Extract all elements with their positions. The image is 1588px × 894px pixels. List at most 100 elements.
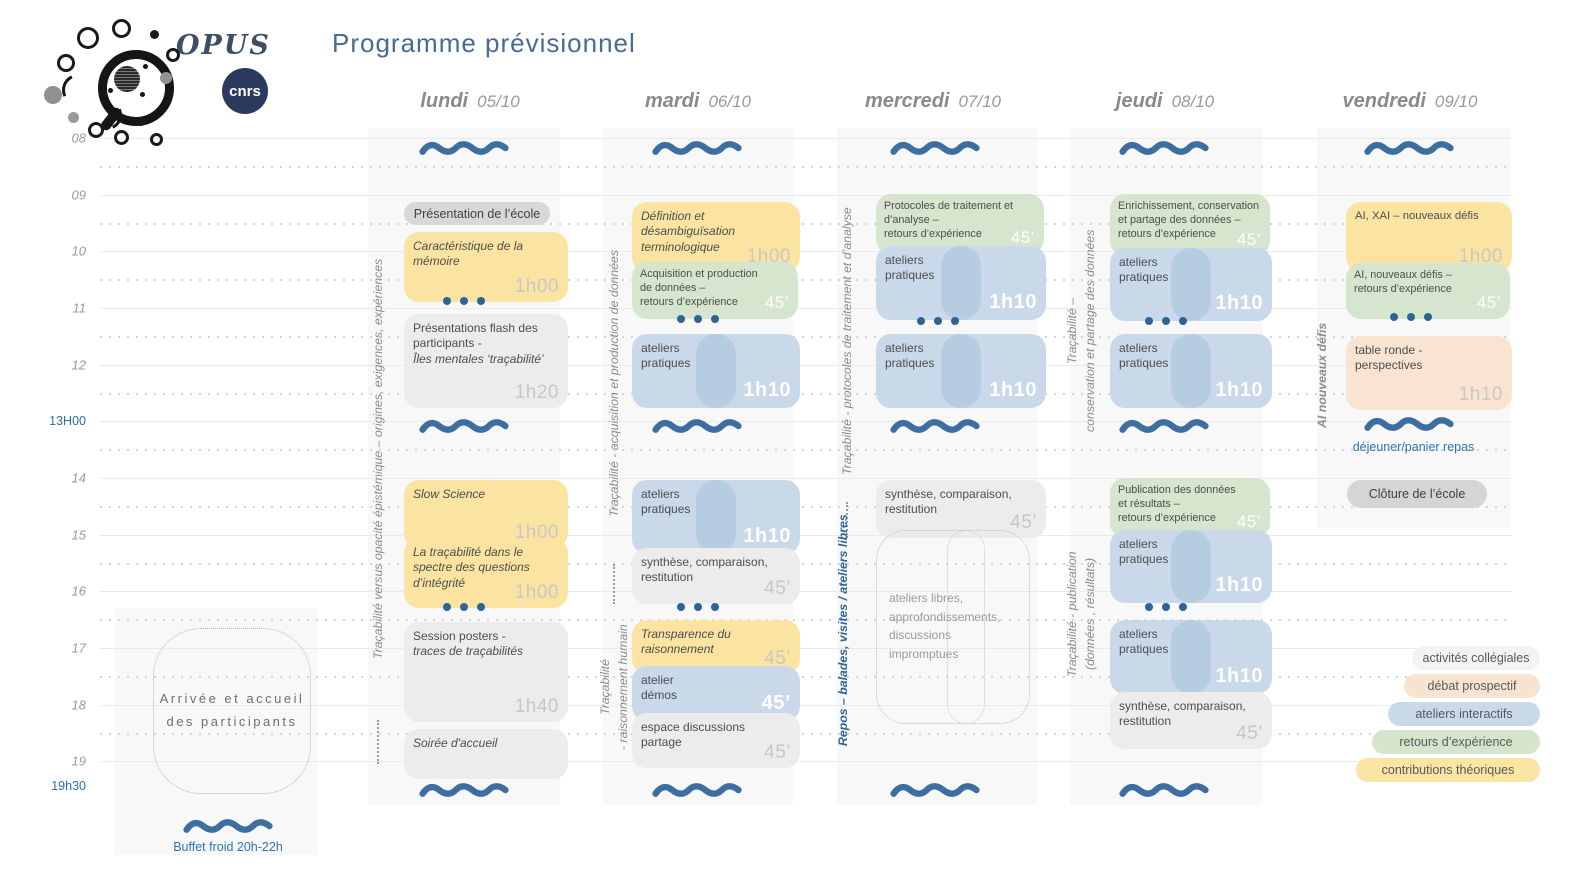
break-dots <box>908 316 968 326</box>
break-dots <box>1136 602 1196 612</box>
time-label: 19h30 <box>51 779 86 793</box>
magnifier-icon <box>98 50 174 126</box>
time-label: 11 <box>72 300 87 316</box>
gridline-hour <box>100 478 1512 479</box>
gridline-half <box>100 393 1512 395</box>
event-title: espace discussions partage <box>641 720 746 750</box>
legend-item: activités collégiales <box>1412 646 1540 670</box>
day-name: vendredi <box>1342 90 1426 112</box>
duration-label: 1h10 <box>989 291 1037 314</box>
time-label: 08 <box>71 130 86 146</box>
logo-dot <box>112 19 131 38</box>
event-title: AI, XAI – nouveaux défis <box>1355 210 1479 222</box>
workshop-capsule <box>941 246 981 320</box>
duration-label: 1h10 <box>989 379 1037 402</box>
free-workshop-capsule <box>947 530 985 724</box>
wave-divider <box>418 136 510 160</box>
gridline-half <box>100 619 1512 621</box>
gridline-half <box>100 506 1512 508</box>
track-label-tail <box>846 502 848 538</box>
gridline-half <box>100 563 1512 565</box>
wave-divider <box>1118 778 1210 802</box>
opus-logo-text: OPUS <box>176 30 271 61</box>
duration-label: 1h00 <box>746 245 791 267</box>
gridline-hour <box>100 648 1512 649</box>
event-block: Clôture de l’école <box>1347 480 1487 508</box>
logo-dot <box>77 27 99 49</box>
day-column-lundi: Présentation de l’école Caractéristique … <box>368 128 568 805</box>
cnrs-logo: cnrs <box>222 68 268 114</box>
workshop-capsule <box>696 334 736 408</box>
duration-label: 1h00 <box>514 521 559 543</box>
event-block: espace discussions partage 45’ <box>632 713 800 768</box>
event-block: Acquisition et production de données – r… <box>632 262 798 319</box>
gridline-hour <box>100 251 1512 252</box>
duration-label: 1h10 <box>1215 665 1263 688</box>
gridline-hour <box>100 421 1512 422</box>
event-title: ateliers pratiques <box>885 341 935 371</box>
event-title: Transparence du raisonnement <box>641 627 731 657</box>
event-title: ateliers pratiques <box>885 253 935 283</box>
wave-divider <box>418 778 510 802</box>
break-dots <box>668 602 728 612</box>
duration-label: 1h10 <box>1215 574 1263 597</box>
event-block: ateliers pratiques 1h10 <box>1110 620 1272 694</box>
duration-label: 1h00 <box>514 275 559 297</box>
event-block: Transparence du raisonnement 45’ <box>632 620 800 674</box>
wave-divider <box>1118 136 1210 160</box>
duration-label: 1h10 <box>743 379 791 402</box>
wave-divider <box>889 136 981 160</box>
wave-divider <box>1363 136 1455 160</box>
logo-dot <box>150 30 159 39</box>
day-column-mercredi: Protocoles de traitement et d’analyse – … <box>836 128 1046 805</box>
logo-dot <box>143 64 148 69</box>
event-subtitle: Îles mentales ‘traçabilité’ <box>413 351 544 366</box>
time-label: 12 <box>71 357 86 373</box>
event-block: ateliers pratiques 1h10 <box>632 480 800 554</box>
time-label: 17 <box>71 640 86 656</box>
event-block: Publication des données et résultats – r… <box>1110 478 1270 538</box>
gridline-half <box>100 676 1512 678</box>
duration-label: 1h10 <box>1215 379 1263 402</box>
event-block: ateliers pratiques 1h10 <box>1110 334 1272 408</box>
duration-label: 45’ <box>1236 512 1261 532</box>
day-name: jeudi <box>1115 90 1163 112</box>
event-title: ateliers pratiques <box>1119 255 1169 285</box>
wave-divider <box>1118 414 1210 438</box>
track-label-tail <box>377 720 379 764</box>
event-title: synthèse, comparaison, restitution <box>641 555 768 585</box>
event-title: ateliers pratiques <box>641 341 691 371</box>
event-title: AI, nouveaux défis – retours d’expérienc… <box>1354 269 1452 295</box>
time-label: 14 <box>71 470 86 486</box>
logo-dot <box>150 133 163 146</box>
logo-dot <box>108 88 113 93</box>
workshop-capsule <box>941 334 981 408</box>
wave-divider <box>889 414 981 438</box>
track-label-tail <box>613 564 615 604</box>
legend-item: contributions théoriques <box>1356 758 1540 782</box>
day-column-jeudi: Enrichissement, conservation et partage … <box>1065 128 1272 805</box>
event-title: Slow Science <box>413 487 486 501</box>
event-title: Acquisition et production de données – r… <box>640 268 758 308</box>
duration-label: 45’ <box>764 577 791 599</box>
event-title: ateliers pratiques <box>1119 537 1169 567</box>
gridline-half <box>100 449 1512 451</box>
event-block: La traçabilité dans le spectre des quest… <box>404 538 568 608</box>
event-title: ateliers libres, approfondissements, dis… <box>889 591 1001 661</box>
workshop-capsule <box>696 480 736 554</box>
day-name: mardi <box>644 90 700 112</box>
gridline-hour <box>100 705 1512 706</box>
event-block: Enrichissement, conservation et partage … <box>1110 194 1270 256</box>
break-dots <box>1136 316 1196 326</box>
event-block: Définition et désambiguïsation terminolo… <box>632 202 800 272</box>
track-label: AI nouveaux défis <box>1315 322 1329 429</box>
event-block: Présentations flash des participants - Î… <box>404 314 568 408</box>
logo-dot <box>114 130 129 145</box>
event-title: synthèse, comparaison, restitution <box>1119 699 1246 729</box>
workshop-capsule <box>1171 530 1211 603</box>
event-title: La traçabilité dans le spectre des quest… <box>413 545 530 590</box>
gridline-hour <box>100 761 1512 762</box>
track-label: Traçabilité - raisonnement humain <box>598 624 630 750</box>
